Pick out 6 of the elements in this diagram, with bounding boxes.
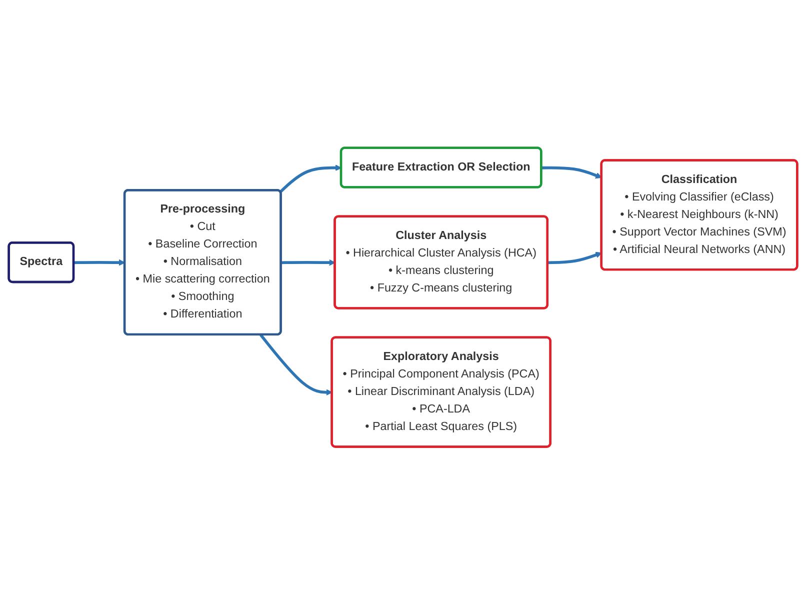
arrow xyxy=(541,166,602,179)
arrow xyxy=(279,164,342,194)
arrow xyxy=(281,260,336,266)
arrow xyxy=(548,252,602,264)
arrow xyxy=(260,334,332,396)
arrow xyxy=(74,260,126,266)
